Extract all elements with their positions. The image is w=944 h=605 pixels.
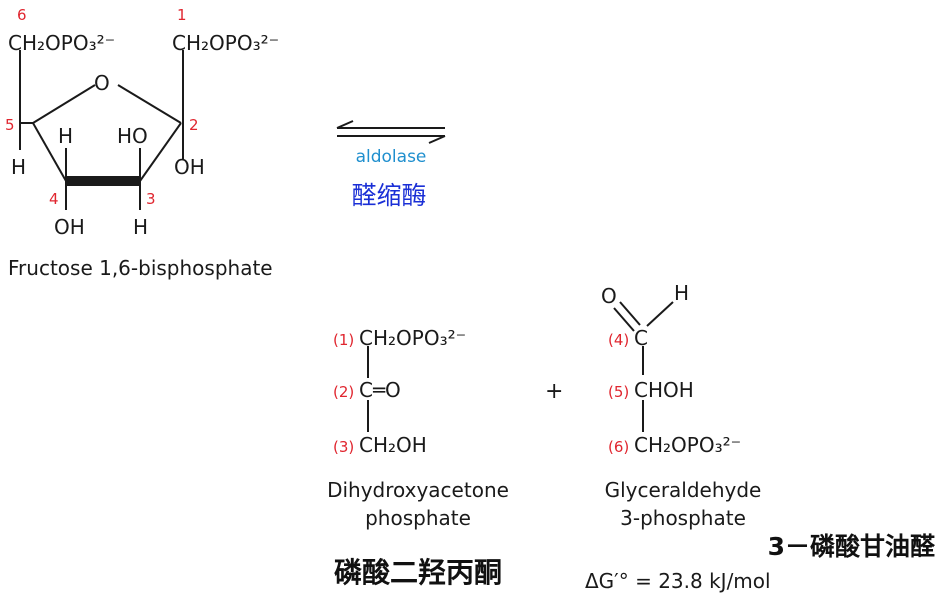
c2-oh: OH — [174, 155, 205, 179]
gap-number-5: (5) — [608, 383, 629, 401]
gap-chinese-name: 3－磷酸甘油醛 — [768, 532, 936, 561]
dhap-group-3: CH₂OH — [359, 433, 427, 457]
c4-oh: OH — [54, 215, 85, 239]
c5-h: H — [11, 155, 26, 179]
c3-ho: HO — [117, 124, 148, 148]
dhap-name-line1: Dihydroxyacetone — [327, 478, 509, 502]
dhap-structure: (1) CH₂OPO₃²⁻ (2) C═O (3) CH₂OH — [333, 326, 466, 457]
dhap-number-1: (1) — [333, 331, 354, 349]
gap-number-4: (4) — [608, 331, 629, 349]
enzyme-chinese-label: 醛缩酶 — [351, 181, 426, 210]
fructose-structure: 6 1 CH₂OPO₃²⁻ CH₂OPO₃²⁻ O 5 2 H HO H OH … — [5, 6, 279, 239]
free-energy-change: ΔG′° = 23.8 kJ/mol — [585, 569, 771, 593]
enzyme-label: aldolase — [356, 147, 427, 167]
fructose-name: Fructose 1,6-bisphosphate — [8, 256, 273, 280]
plus-sign: + — [545, 379, 563, 404]
gap-group-5: CHOH — [634, 378, 694, 402]
c6-number: 6 — [17, 6, 27, 24]
c3-h: H — [133, 215, 148, 239]
gap-structure: O H (4) C (5) CHOH (6) CH₂OPO₃²⁻ — [601, 281, 741, 457]
c2-number: 2 — [189, 116, 199, 134]
dhap-number-3: (3) — [333, 438, 354, 456]
gap-hydrogen: H — [674, 281, 689, 305]
gap-number-6: (6) — [608, 438, 629, 456]
gap-group-6: CH₂OPO₃²⁻ — [634, 433, 741, 457]
dhap-chinese-name: 磷酸二羟丙酮 — [334, 556, 502, 589]
c6-group: CH₂OPO₃²⁻ — [8, 31, 115, 55]
c4-h: H — [58, 124, 73, 148]
c3-number: 3 — [146, 190, 156, 208]
gap-name-line1: Glyceraldehyde — [605, 478, 762, 502]
c1-number: 1 — [177, 6, 187, 24]
ring-oxygen: O — [94, 71, 110, 95]
c4-number: 4 — [49, 190, 59, 208]
dhap-number-2: (2) — [333, 383, 354, 401]
gap-oxygen: O — [601, 284, 617, 308]
c5-number: 5 — [5, 116, 15, 134]
dhap-group-2: C═O — [359, 378, 401, 402]
c1-group: CH₂OPO₃²⁻ — [172, 31, 279, 55]
gap-group-4: C — [634, 326, 648, 350]
equilibrium-arrows — [336, 120, 446, 144]
gap-name-line2: 3-phosphate — [620, 506, 746, 530]
dhap-group-1: CH₂OPO₃²⁻ — [359, 326, 466, 350]
dhap-name-line2: phosphate — [365, 506, 471, 530]
